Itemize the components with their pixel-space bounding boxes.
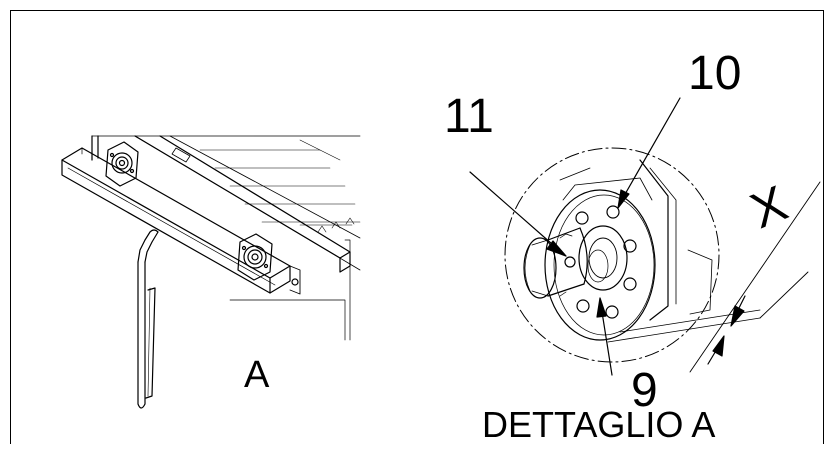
flange-disc (544, 177, 656, 341)
flange-bearing-1 (105, 141, 139, 187)
figure-frame (10, 10, 824, 444)
flange-bearing-2 (237, 233, 273, 281)
part-9-label: 9 (631, 364, 658, 417)
part-10-label: 10 (688, 47, 742, 100)
detail-caption: DETTAGLIO A (482, 404, 716, 445)
part-11-label: 11 (444, 90, 494, 143)
bearing-hub (578, 225, 628, 291)
detail-view (469, 97, 821, 376)
assembly-view (61, 135, 361, 409)
view-a-label: A (244, 354, 270, 396)
crank-handle (137, 229, 159, 409)
shaft (523, 227, 588, 299)
